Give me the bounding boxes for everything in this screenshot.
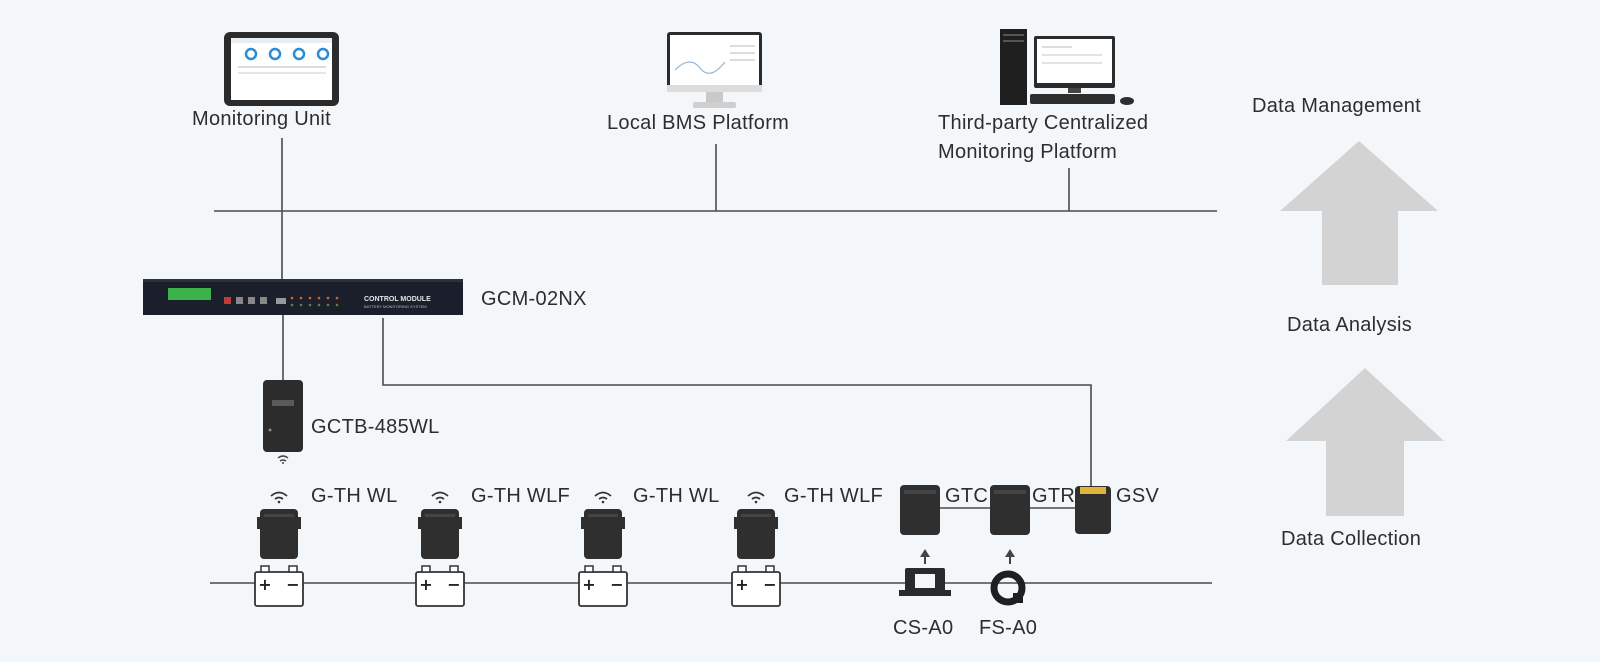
svg-text:−: − — [610, 575, 623, 594]
fs-coil-device — [990, 570, 1026, 606]
module-panel-title: CONTROL MODULE — [364, 296, 431, 303]
third-party-label-line2: Monitoring Platform — [938, 141, 1118, 163]
sensor-device — [257, 509, 301, 559]
cs-clamp-device — [899, 568, 951, 596]
stage-data-analysis: Data Analysis — [1287, 314, 1413, 336]
gateway-label: GCTB-485WL — [311, 416, 440, 438]
svg-text:−: − — [763, 575, 776, 594]
sensor-device — [734, 509, 778, 559]
gateway-device — [263, 380, 303, 452]
sensor-label: G-TH WLF — [784, 485, 884, 507]
gtc-device — [900, 485, 940, 535]
workstation-device — [1000, 29, 1134, 105]
module-panel-subtitle: BATTERY MONITORING SYSTEM — [364, 304, 427, 309]
tablet-device — [224, 32, 339, 106]
local-bms-label: Local BMS Platform — [607, 112, 790, 134]
sensor-device — [581, 509, 625, 559]
third-party-label-line1: Third-party Centralized — [938, 112, 1149, 134]
gsv-device — [1075, 486, 1111, 534]
up-arrow-icon — [1005, 549, 1015, 564]
battery-icon: + − — [254, 565, 304, 607]
battery-icon: + − — [415, 565, 465, 607]
third-party-label: Third-party Centralized Monitoring Platf… — [938, 109, 1148, 167]
gsv-link — [382, 318, 1092, 486]
wifi-icon — [270, 491, 288, 504]
wifi-icon — [747, 491, 765, 504]
sensor-battery-unit: + − — [415, 491, 465, 607]
stage-data-collection: Data Collection — [1281, 528, 1422, 550]
wifi-icon — [594, 491, 612, 504]
wifi-icon — [277, 455, 289, 464]
fs-label: FS-A0 — [979, 617, 1038, 639]
sensor-battery-unit: + − — [254, 491, 304, 607]
svg-text:−: − — [447, 575, 460, 594]
battery-icon: + − — [578, 565, 628, 607]
sensor-group: + − + − — [254, 491, 781, 607]
control-module-label: GCM-02NX — [481, 288, 587, 310]
wifi-icon — [431, 491, 449, 504]
monitor-device — [667, 32, 762, 108]
sensor-label: G-TH WL — [633, 485, 720, 507]
arrow-up-icon — [1286, 368, 1444, 516]
sensor-battery-unit: + − — [578, 491, 628, 607]
svg-text:+: + — [735, 575, 748, 594]
svg-text:+: + — [258, 575, 271, 594]
gtr-label: GTR — [1032, 485, 1076, 507]
connection-lines — [210, 138, 1217, 584]
gtc-label: GTC — [945, 485, 989, 507]
stage-data-management: Data Management — [1252, 95, 1422, 117]
sensor-battery-unit: + − — [731, 491, 781, 607]
control-module-device: CONTROL MODULE BATTERY MONITORING SYSTEM — [143, 279, 463, 315]
svg-text:+: + — [419, 575, 432, 594]
cs-label: CS-A0 — [893, 617, 954, 639]
sensor-label: G-TH WLF — [471, 485, 571, 507]
up-arrow-icon — [920, 549, 930, 564]
svg-text:+: + — [582, 575, 595, 594]
gsv-label: GSV — [1116, 485, 1160, 507]
sensor-device — [418, 509, 462, 559]
svg-text:−: − — [286, 575, 299, 594]
sensor-label: G-TH WL — [311, 485, 398, 507]
monitoring-unit-label: Monitoring Unit — [192, 108, 332, 130]
battery-icon: + − — [731, 565, 781, 607]
gtr-device — [990, 485, 1030, 535]
arrow-up-icon — [1280, 141, 1438, 285]
